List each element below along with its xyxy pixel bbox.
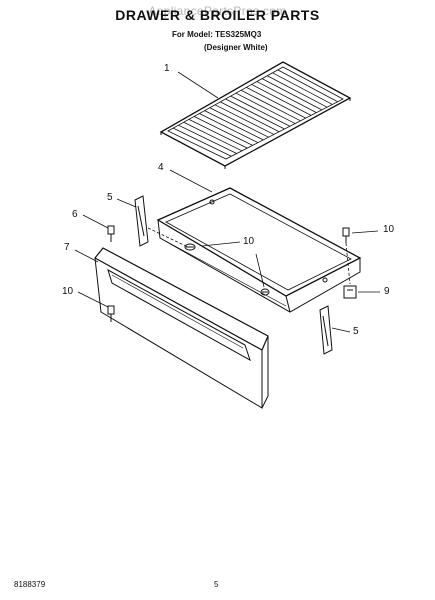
rack-wire (240, 89, 301, 122)
watermark: AppliancePartsPros.com (148, 4, 287, 18)
callout-5-lower: 5 (353, 326, 359, 337)
rack-wire (188, 119, 248, 149)
rack-wire (256, 81, 317, 113)
side-bracket-upper (134, 195, 149, 247)
leader-5b (331, 327, 351, 333)
leader-10a (201, 241, 241, 247)
callout-10-right: 10 (383, 224, 395, 235)
leader-1 (177, 71, 219, 99)
rack-wire (199, 113, 259, 143)
callout-5-upper: 5 (107, 192, 113, 203)
screw-lower-center (260, 288, 270, 296)
leader-7 (74, 249, 99, 263)
leader-10c (351, 230, 379, 234)
rack-wire (261, 78, 322, 111)
rack-wire (272, 72, 333, 105)
rack-wire (235, 92, 296, 124)
screw-center (184, 243, 196, 251)
rack-wire (225, 98, 285, 130)
callout-4: 4 (158, 162, 164, 173)
leader-10b (255, 253, 265, 288)
part-number: 8188379 (14, 580, 46, 589)
rack-wire (214, 104, 275, 135)
drawer-pan (156, 187, 362, 313)
leader-6 (82, 214, 109, 229)
rack-wire (277, 69, 338, 103)
drawer-front-panel (94, 247, 269, 409)
callout-10-left: 10 (62, 286, 74, 297)
rack-wire (178, 124, 237, 154)
callout-6: 6 (72, 209, 78, 220)
rack-wire (204, 110, 264, 141)
page-number: 5 (214, 580, 219, 589)
callout-1: 1 (164, 63, 170, 74)
side-bracket-lower (319, 305, 333, 355)
screw-left-bottom (107, 305, 115, 322)
rack-wire (209, 107, 269, 138)
callout-7: 7 (64, 242, 70, 253)
callout-9: 9 (384, 286, 390, 297)
rack-wire (230, 95, 291, 127)
screw-right (342, 227, 350, 243)
rack-wire (267, 75, 328, 108)
leader-5a (116, 198, 137, 208)
rack-wire (183, 121, 243, 152)
leader-4 (169, 169, 213, 193)
leader-10d (77, 291, 109, 308)
broiler-rack (159, 61, 352, 169)
model-line: For Model: TES325MQ3 (172, 30, 262, 39)
page-title: DRAWER & BROILER PARTS (115, 7, 320, 23)
rack-wire (193, 116, 253, 146)
rack-wire (220, 101, 280, 133)
variant-line: (Designer White) (204, 43, 268, 52)
rack-wire (251, 84, 312, 116)
rack-wire (246, 87, 306, 119)
screw-left-top (107, 225, 115, 242)
drawer-roller (343, 285, 357, 299)
callout-10-center: 10 (243, 236, 255, 247)
rack-wire (173, 127, 232, 157)
